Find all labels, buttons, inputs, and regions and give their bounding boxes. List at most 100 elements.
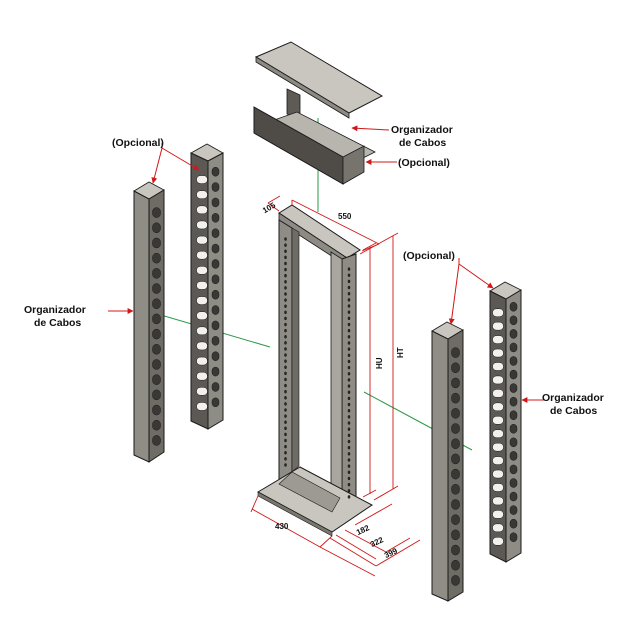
optional-slot [509, 302, 518, 312]
optional-slot [509, 451, 518, 461]
mounting-hole [284, 237, 287, 241]
mounting-hole [284, 426, 287, 431]
optional-slot [196, 326, 208, 336]
mounting-hole [284, 353, 287, 357]
dimension-lines [250, 195, 421, 577]
optional-slot [492, 537, 504, 546]
label-top-organizer-line1: Organizador [391, 124, 453, 136]
optional-slot [492, 510, 504, 519]
organizer-slot [451, 575, 460, 586]
optional-slot [211, 351, 220, 361]
optional-slot [196, 175, 208, 184]
optional-slot [492, 321, 504, 331]
mounting-hole [284, 316, 287, 321]
mounting-hole [284, 359, 287, 363]
mounting-hole [347, 273, 351, 277]
mounting-hole [284, 304, 287, 308]
optional-slot [509, 478, 518, 488]
optional-slot [211, 213, 220, 223]
mounting-hole [347, 464, 351, 468]
label-right-organizer-line2: de Cabos [550, 405, 597, 417]
organizer-slot [451, 529, 460, 541]
label-left-optional: (Opcional) [112, 137, 164, 149]
mounting-hole [284, 273, 287, 278]
dim-base-399: 399 [383, 546, 399, 560]
left-cable-organizer [133, 181, 165, 463]
mounting-hole [347, 408, 351, 413]
label-left-organizer-line2: de Cabos [34, 317, 81, 329]
organizer-slot [451, 347, 460, 358]
mounting-hole [347, 359, 351, 364]
optional-slot [211, 382, 220, 392]
organizer-slot [451, 484, 460, 495]
optional-slot [509, 532, 518, 542]
mounting-hole [284, 463, 287, 467]
optional-slot [211, 336, 220, 346]
right-optional-front [489, 290, 507, 563]
optional-slot [196, 356, 208, 366]
mounting-hole [284, 402, 287, 406]
mounting-hole [284, 341, 287, 345]
label-right-optional: (Opcional) [403, 250, 455, 262]
organizer-slot [451, 544, 460, 556]
mounting-hole [284, 389, 287, 394]
optional-slot [196, 235, 208, 245]
leader-top-organizer [351, 125, 390, 132]
top-channel-end-wall [342, 145, 365, 185]
optional-slot [492, 469, 504, 479]
right-cable-organizer [431, 321, 464, 602]
mounting-hole [347, 310, 351, 314]
optional-slot [196, 311, 208, 320]
organizer-slot [152, 389, 161, 401]
mounting-hole [284, 298, 287, 302]
mounting-hole [347, 335, 351, 339]
mounting-hole [347, 378, 351, 382]
optional-slot [196, 371, 208, 381]
optional-slot [196, 266, 208, 275]
rack-base-gusset [278, 471, 341, 513]
mounting-hole [284, 267, 287, 272]
mounting-hole [347, 322, 351, 327]
optional-slot [509, 315, 518, 326]
organizer-slot [152, 344, 161, 355]
mounting-hole [284, 432, 287, 437]
optional-slot [509, 505, 518, 515]
mounting-hole [284, 310, 287, 315]
mounting-hole [284, 420, 287, 424]
organizer-slot [451, 453, 460, 465]
organizer-slot [152, 419, 161, 431]
optional-slot [492, 483, 504, 492]
optional-slot [211, 305, 220, 315]
left-organizer-front [133, 190, 150, 463]
mounting-hole [347, 458, 351, 462]
dim-base-322: 322 [369, 535, 385, 549]
organizer-slot [451, 499, 460, 510]
mounting-hole [347, 365, 351, 370]
mounting-hole [347, 372, 351, 376]
leader-arrows [108, 125, 544, 403]
organizer-slot [451, 362, 460, 374]
optional-slot [211, 397, 220, 408]
mounting-hole [284, 457, 287, 461]
organizer-slot [152, 328, 161, 340]
optional-slot [509, 396, 518, 407]
optional-slot [492, 362, 504, 371]
mounting-hole [284, 371, 287, 376]
optional-slot [492, 348, 504, 358]
rack-right-post-face [330, 251, 343, 513]
leader-right-optional-b [458, 263, 494, 289]
organizer-slot [152, 404, 161, 416]
organizer-slot [451, 392, 460, 404]
dim-total-height: HT [396, 347, 405, 358]
optional-slot [509, 491, 518, 502]
optional-slot [196, 205, 208, 215]
right-optional-slots [492, 302, 518, 546]
mounting-hole [284, 444, 287, 449]
optional-slot [211, 166, 220, 177]
organizer-slot [152, 237, 161, 249]
optional-slot [211, 259, 220, 269]
mounting-hole [347, 415, 351, 419]
mounting-hole [284, 328, 287, 333]
rack-inner-rail [291, 227, 300, 473]
